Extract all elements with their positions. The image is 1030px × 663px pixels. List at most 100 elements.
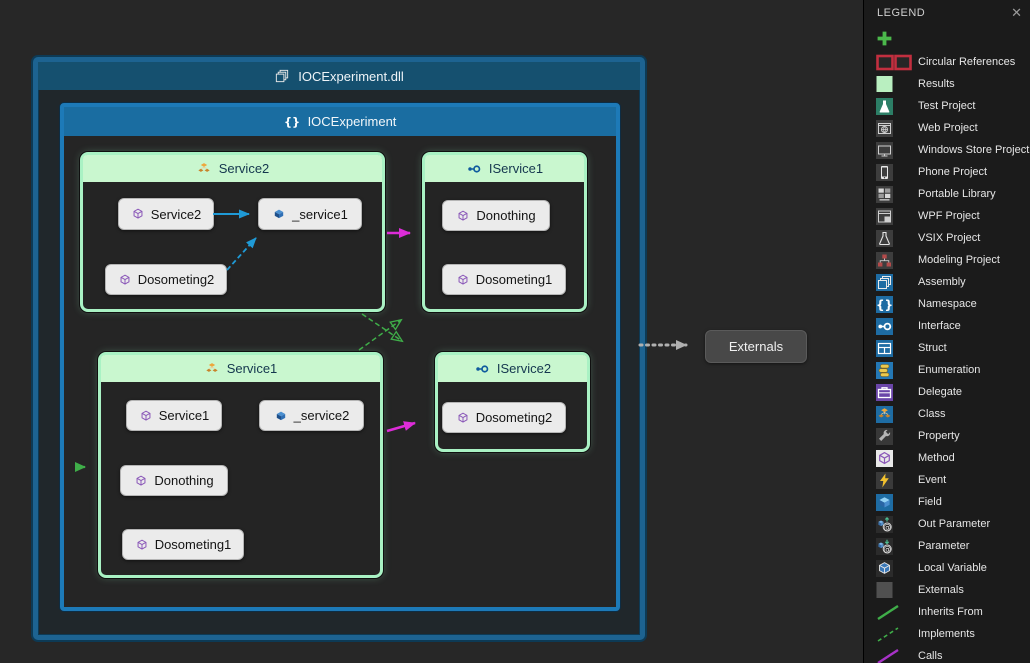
legend-item-calls[interactable]: Calls	[864, 645, 1030, 663]
legend-item-windows-store-project[interactable]: Windows Store Project	[864, 139, 1030, 161]
legend-item-label: VSIX Project	[918, 232, 981, 244]
legend-item-circular-references[interactable]: Circular References	[864, 51, 1030, 73]
legend-item-parameter[interactable]: @Parameter	[864, 535, 1030, 557]
legend-item-portable-library[interactable]: Portable Library	[864, 183, 1030, 205]
externals-node-label: Externals	[728, 339, 784, 354]
legend-item-web-project[interactable]: Web Project	[864, 117, 1030, 139]
node-service2-service1-field[interactable]: _service1	[258, 198, 362, 230]
legend-item-assembly[interactable]: Assembly	[864, 271, 1030, 293]
node-iservice1-donothing-method[interactable]: Donothing	[442, 200, 550, 231]
group-iservice1-header[interactable]: IService1	[425, 155, 584, 182]
legend-header: LEGEND ✕	[864, 0, 1030, 20]
node-label: Dosometing1	[154, 537, 232, 552]
node-service1-service1-method[interactable]: Service1	[126, 400, 222, 431]
legend-item-label: Event	[918, 474, 947, 486]
node-service1-service2-field[interactable]: _service2	[259, 400, 364, 431]
method-icon	[135, 538, 149, 552]
svg-text:@: @	[883, 522, 891, 531]
namespace-container-header[interactable]: {} IOCExperiment	[64, 107, 616, 136]
legend-item-test-project[interactable]: Test Project	[864, 95, 1030, 117]
legend-item-out-parameter[interactable]: @Out Parameter	[864, 513, 1030, 535]
node-service1-donothing-method[interactable]: Donothing	[120, 465, 228, 496]
implements-line-icon	[876, 626, 918, 643]
method-icon	[131, 207, 145, 221]
legend-item-label: WPF Project	[918, 210, 980, 222]
node-label: Donothing	[476, 208, 536, 223]
node-label: Service2	[150, 206, 202, 222]
group-service2-header[interactable]: Service2	[83, 155, 382, 182]
legend-item-label: Calls	[918, 650, 943, 662]
wpf-project-icon	[876, 207, 918, 225]
legend-item-label: Delegate	[918, 386, 963, 398]
legend-item-results[interactable]: Results	[864, 73, 1030, 95]
interface-icon	[466, 161, 482, 177]
node-service1-dosometing1-method[interactable]: Dosometing1	[122, 529, 244, 560]
legend-item-property[interactable]: Property	[864, 425, 1030, 447]
method-icon	[139, 409, 153, 423]
namespace-icon: {}	[284, 114, 300, 130]
method-icon	[456, 411, 470, 425]
node-label: Donothing	[154, 473, 214, 488]
legend-item-label: Class	[918, 408, 946, 420]
legend-item-vsix-project[interactable]: VSIX Project	[864, 227, 1030, 249]
legend-item-label: Assembly	[918, 276, 966, 288]
local-variable-icon	[876, 559, 918, 577]
diagram-canvas[interactable]: IOCExperiment.dll {} IOCExperiment Servi…	[0, 0, 863, 663]
node-label: Dosometing2	[137, 272, 215, 287]
event-icon	[876, 471, 918, 489]
legend-item-delegate[interactable]: Delegate	[864, 381, 1030, 403]
namespace-icon: {}	[876, 295, 918, 313]
externals-swatch-icon	[876, 582, 918, 598]
legend-item-method[interactable]: Method	[864, 447, 1030, 469]
add-icon[interactable]	[876, 30, 893, 47]
legend-item-label: Windows Store Project	[918, 144, 1030, 156]
group-service1-header[interactable]: Service1	[101, 355, 380, 382]
group-service1-label: Service1	[226, 361, 278, 376]
node-iservice2-dosometing2-method[interactable]: Dosometing2	[442, 402, 566, 433]
legend-item-externals[interactable]: Externals	[864, 579, 1030, 601]
legend-item-struct[interactable]: Struct	[864, 337, 1030, 359]
legend-item-label: Test Project	[918, 100, 976, 112]
legend-item-local-variable[interactable]: Local Variable	[864, 557, 1030, 579]
circular-references-icon	[876, 54, 918, 71]
legend-item-label: Modeling Project	[918, 254, 1000, 266]
legend-item-inherits-from[interactable]: Inherits From	[864, 601, 1030, 623]
calls-line-icon	[876, 648, 918, 663]
delegate-icon	[876, 383, 918, 401]
svg-text:@: @	[883, 544, 891, 553]
legend-item-wpf-project[interactable]: WPF Project	[864, 205, 1030, 227]
modeling-project-icon	[876, 251, 918, 269]
legend-item-class[interactable]: Class	[864, 403, 1030, 425]
legend-item-implements[interactable]: Implements	[864, 623, 1030, 645]
legend-title: LEGEND	[877, 6, 926, 19]
close-icon[interactable]: ✕	[1011, 5, 1022, 20]
struct-icon	[876, 339, 918, 357]
field-icon	[876, 493, 918, 511]
assembly-container-header[interactable]: IOCExperiment.dll	[38, 62, 640, 90]
node-iservice1-dosometing1-method[interactable]: Dosometing1	[442, 264, 566, 295]
legend-item-event[interactable]: Event	[864, 469, 1030, 491]
inherits-from-line-icon	[876, 604, 918, 621]
web-project-icon	[876, 119, 918, 137]
portable-library-icon	[876, 185, 918, 203]
group-iservice2-header[interactable]: IService2	[438, 355, 587, 382]
method-icon	[134, 474, 148, 488]
node-service2-dosometing2-method[interactable]: Dosometing2	[105, 264, 227, 295]
legend-item-label: Results	[918, 78, 955, 90]
node-service2-service2-method[interactable]: Service2	[118, 198, 214, 230]
legend-item-enumeration[interactable]: Enumeration	[864, 359, 1030, 381]
legend-item-phone-project[interactable]: Phone Project	[864, 161, 1030, 183]
interface-icon	[474, 361, 490, 377]
legend-item-label: Property	[918, 430, 960, 442]
legend-item-namespace[interactable]: {}Namespace	[864, 293, 1030, 315]
legend-item-field[interactable]: Field	[864, 491, 1030, 513]
legend-item-interface[interactable]: Interface	[864, 315, 1030, 337]
group-iservice2-label: IService2	[496, 361, 552, 376]
class-icon	[196, 161, 212, 177]
group-service2[interactable]: Service2	[80, 152, 385, 312]
node-label: Dosometing1	[475, 272, 553, 287]
externals-node[interactable]: Externals	[705, 330, 807, 363]
legend-item-modeling-project[interactable]: Modeling Project	[864, 249, 1030, 271]
group-iservice1-label: IService1	[488, 161, 544, 176]
